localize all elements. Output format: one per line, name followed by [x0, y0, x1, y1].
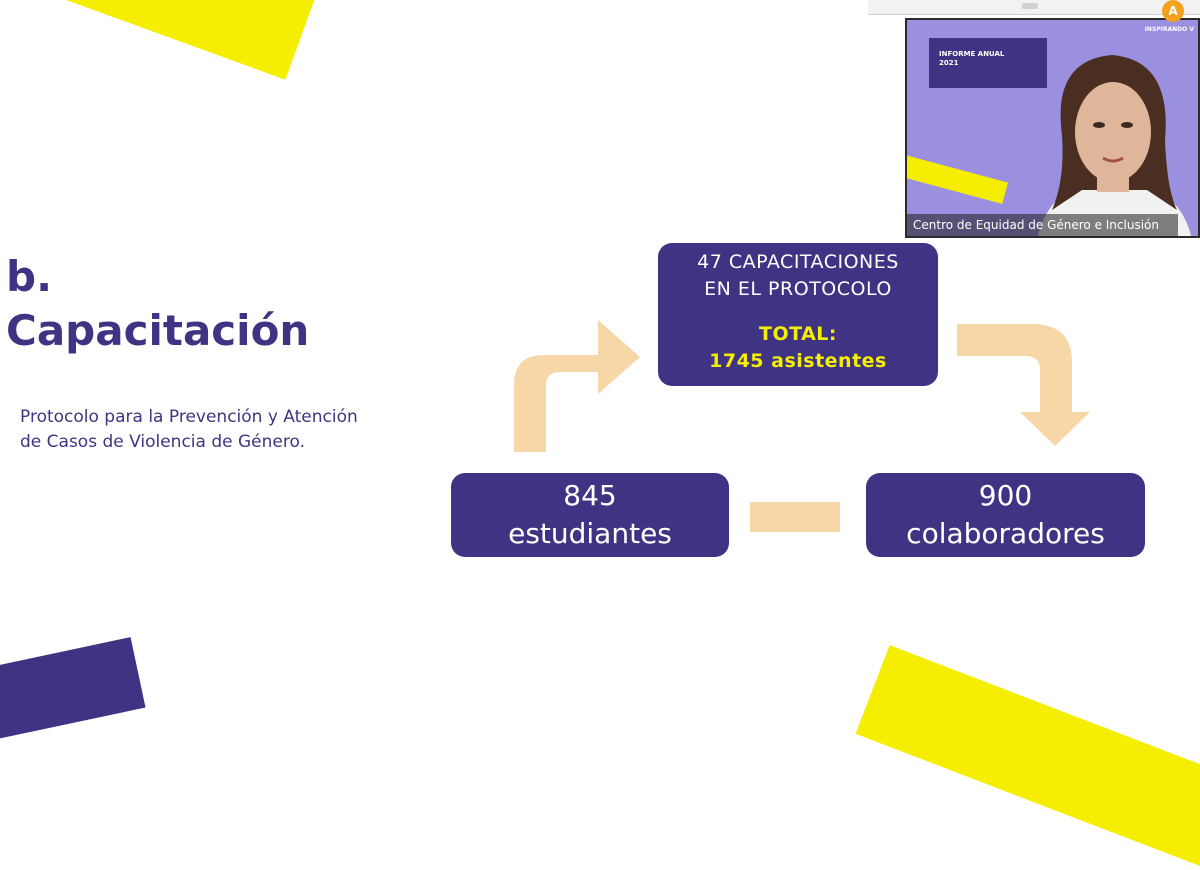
participant-silhouette-icon — [1037, 55, 1192, 236]
heading-line-1: b. — [6, 252, 53, 301]
students-label: estudiantes — [508, 517, 672, 550]
total-label: TOTAL: — [758, 323, 837, 345]
curved-arrow-right-down — [957, 324, 1090, 446]
trainings-line-2: EN EL PROTOCOLO — [704, 278, 892, 300]
subtitle-line-1: Protocolo para la Prevención y Atención — [20, 407, 358, 427]
connector-bar — [750, 502, 840, 532]
total-trainings-box: 47 CAPACITACIONES EN EL PROTOCOLO TOTAL:… — [658, 243, 938, 386]
video-yellow-stripe — [907, 154, 1008, 204]
heading-line-2: Capacitación — [6, 306, 310, 355]
total-value: 1745 asistentes — [709, 350, 887, 372]
slide-card-line-1: INFORME ANUAL — [939, 50, 1005, 58]
staff-label: colaboradores — [906, 517, 1105, 550]
participant-video-tile[interactable]: INFORME ANUAL 2021 INSPIRANDO V Centro d… — [905, 18, 1200, 238]
trainings-line-1: 47 CAPACITACIONES — [697, 251, 899, 273]
corner-tag: INSPIRANDO V — [1144, 26, 1194, 33]
shared-slide-title-card: INFORME ANUAL 2021 — [929, 38, 1047, 88]
drag-handle-icon[interactable] — [1022, 3, 1038, 9]
participant-name-caption: Centro de Equidad de Género e Inclusión — [907, 214, 1178, 236]
slide-card-line-2: 2021 — [939, 59, 959, 67]
slide-heading: b. Capacitación — [6, 250, 309, 358]
staff-box: 900 colaboradores — [866, 473, 1145, 557]
warning-badge-icon[interactable]: A — [1162, 0, 1184, 22]
subtitle-line-2: de Casos de Violencia de Género. — [20, 432, 305, 452]
curved-arrow-up-right — [514, 320, 640, 452]
students-number: 845 — [563, 479, 617, 512]
staff-number: 900 — [978, 479, 1033, 512]
students-box: 845 estudiantes — [451, 473, 729, 557]
slide-subtitle: Protocolo para la Prevención y Atención … — [20, 405, 420, 455]
flow-arrows — [514, 320, 1090, 452]
